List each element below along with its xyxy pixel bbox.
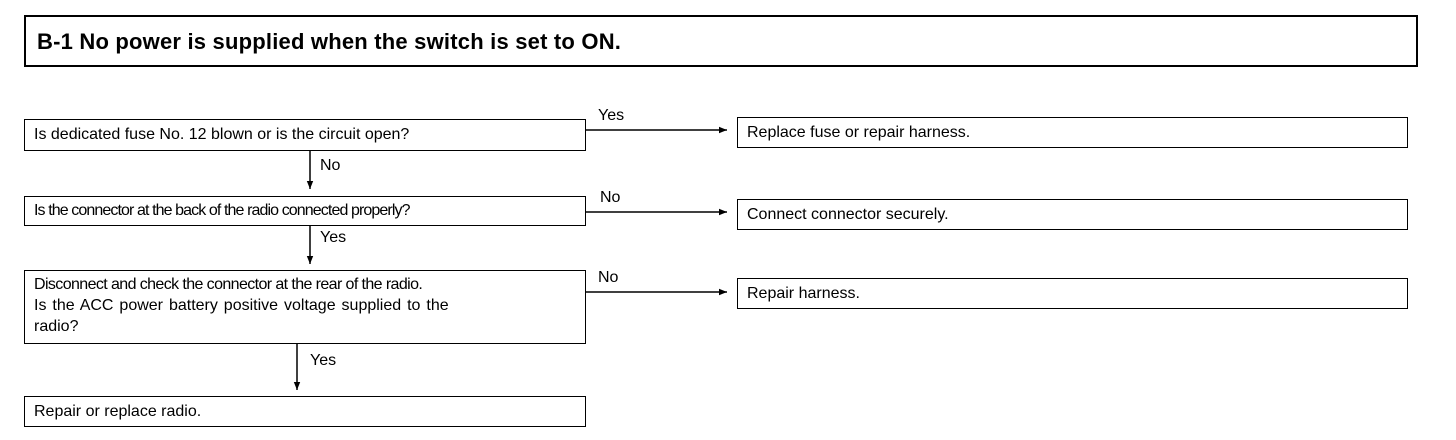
branch-label-acc-power: No xyxy=(598,269,619,286)
question-line-2: Is the ACC power battery positive voltag… xyxy=(34,297,449,314)
question-box-fuse: Is dedicated fuse No. 12 blown or is the… xyxy=(24,119,586,151)
branch-label-fuse: Yes xyxy=(598,107,625,124)
question-line-3: radio? xyxy=(34,318,79,335)
continue-label-fuse: No xyxy=(320,157,341,174)
action-box-replace-fuse: Replace fuse or repair harness. xyxy=(737,117,1408,148)
action-box-repair-harness: Repair harness. xyxy=(737,278,1408,309)
title-box: B-1 No power is supplied when the switch… xyxy=(24,15,1418,67)
question-text-connector: Is the connector at the back of the radi… xyxy=(34,202,410,219)
action-text-connect: Connect connector securely. xyxy=(747,206,949,223)
question-box-acc-power: Disconnect and check the connector at th… xyxy=(24,270,586,344)
page-title: B-1 No power is supplied when the switch… xyxy=(37,29,622,54)
continue-label-connector: Yes xyxy=(320,229,347,246)
question-text-acc-power: Disconnect and check the connector at th… xyxy=(34,274,449,337)
action-text-replace-fuse: Replace fuse or repair harness. xyxy=(747,124,971,141)
branch-label-connector: No xyxy=(600,189,621,206)
final-action-box: Repair or replace radio. xyxy=(24,396,586,427)
action-box-connect: Connect connector securely. xyxy=(737,199,1408,230)
continue-label-acc-power: Yes xyxy=(310,352,337,369)
question-text-fuse: Is dedicated fuse No. 12 blown or is the… xyxy=(34,126,410,143)
question-box-connector: Is the connector at the back of the radi… xyxy=(24,196,586,226)
action-text-repair-harness: Repair harness. xyxy=(747,285,860,302)
final-action-text: Repair or replace radio. xyxy=(34,403,202,420)
question-line-1: Disconnect and check the connector at th… xyxy=(34,276,423,293)
